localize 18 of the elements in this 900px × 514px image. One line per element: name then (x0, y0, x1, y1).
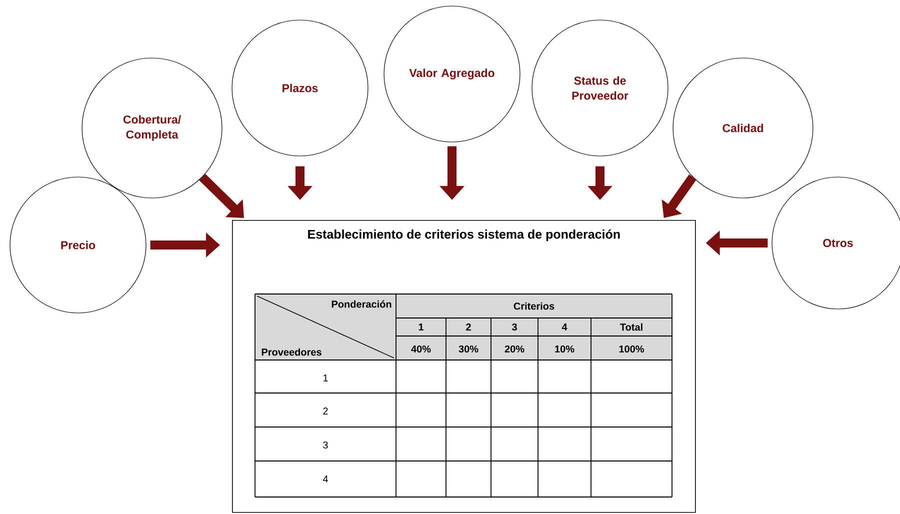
table-cell-text: 10% (555, 345, 574, 353)
table-cell-text: 20% (504, 345, 524, 353)
block-arrow (199, 174, 244, 218)
table-cell-text: Total (620, 323, 642, 331)
table-cell-text: 100% (619, 345, 644, 353)
table-cell-text: 1 (418, 324, 424, 330)
table-cell-text: 30% (458, 345, 478, 353)
table-cell-text: 40% (411, 345, 431, 353)
table-cell-text: 1 (324, 374, 328, 382)
table-cell-text: 4 (322, 476, 328, 482)
table-cell-text: 3 (323, 441, 328, 449)
table-cell-text: 2 (323, 408, 328, 414)
table-cell-text: 2 (466, 324, 471, 330)
table-cell-text: Ponderación (332, 300, 392, 308)
table-cell-text: Criterios (514, 302, 554, 310)
table-cell-text: 3 (512, 323, 517, 331)
table-cell-text: Proveedores (262, 348, 322, 356)
table-cell-text: 4 (562, 324, 568, 330)
